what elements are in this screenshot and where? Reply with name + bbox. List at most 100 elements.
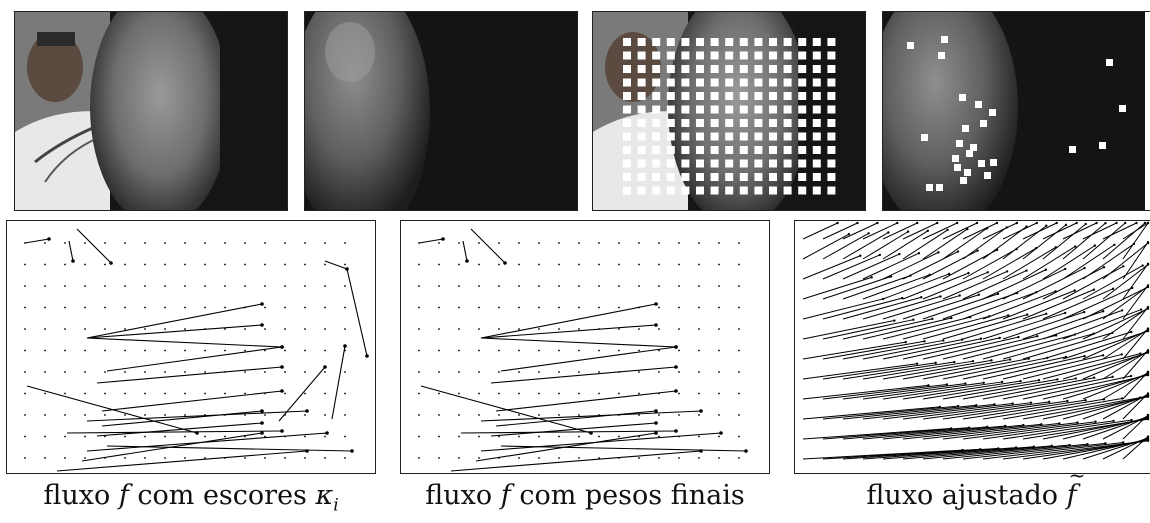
grid-marker [798,159,807,168]
flow-grid-dot [244,414,246,416]
adjusted-flow-tip [1146,327,1150,330]
adjusted-flow-tip [945,383,949,386]
adjusted-flow-vector [842,404,977,420]
grid-marker [652,65,661,73]
flow-grid-dot [164,457,166,459]
selected-point [970,144,977,151]
adjusted-flow-vector [962,378,1076,400]
adjusted-flow-vector [822,448,981,460]
adjusted-flow-vector [1062,287,1133,320]
adjusted-flow-vector [902,380,1021,400]
adjusted-flow-tip [928,273,931,277]
grid-marker [754,51,763,60]
adjusted-flow-vector [802,320,895,340]
adjusted-flow-vector [1062,352,1149,380]
adjusted-flow-tip [1101,354,1105,357]
adjusted-flow-vector [962,270,1027,300]
adjusted-flow-tip [1011,402,1014,405]
grid-marker [827,186,836,195]
flow-grid-dot [698,457,700,459]
adjusted-flow-tip [1035,290,1038,294]
flow-grid-dot [204,371,206,373]
adjusted-flow-tip [1045,312,1048,315]
flow-grid-dot [224,328,226,330]
flow-vector [324,260,348,270]
grid-marker [710,105,719,114]
grid-marker [739,119,748,127]
adjusted-flow-tip [1046,356,1049,360]
grid-marker [812,78,821,87]
flow-grid-dot [518,457,520,459]
grid-marker [681,146,690,154]
flow-grid-dot [438,435,440,438]
grid-marker [696,105,704,114]
flow-grid-dot [438,285,440,287]
flow-grid-dot [344,371,346,373]
adjusted-flow-vector [922,222,958,240]
grid-marker [666,159,675,168]
grid-marker [725,146,734,154]
grid-marker [652,132,661,141]
grid-marker [754,146,763,154]
adjusted-flow-tip [956,250,960,253]
flow-grid-dot [618,263,620,266]
flow-grid-dot [304,306,306,309]
grid-marker [725,186,734,195]
flow-grid-dot [478,306,480,309]
adjusted-flow-vector [1042,288,1114,320]
adjusted-flow-vector [1082,351,1149,380]
grid-marker [827,65,836,73]
flow-grid-dot [678,242,680,244]
adjusted-flow-vector [822,276,892,300]
flow-grid-dot [344,392,346,395]
flow-grid-dot [598,263,600,266]
flow-grid-dot [418,328,420,330]
adjusted-flow-vector [1042,353,1141,380]
grid-marker [725,173,734,181]
adjusted-flow-tip [881,297,885,301]
adjusted-flow-tip [923,340,926,343]
grid-marker [681,119,690,127]
flow-grid-dot [438,263,440,266]
adjusted-flow-vector [862,425,1006,440]
flow-grid-dot [458,328,460,330]
grid-marker [637,159,646,168]
flow-grid-dot [244,392,246,395]
adjusted-flow-tip [1121,441,1125,444]
adjusted-flow-tip [935,221,939,225]
adjusted-flow-tip [1054,246,1057,249]
flow-grid-dot [224,435,226,438]
grid-marker [827,92,836,100]
adjusted-flow-tip [1146,370,1150,373]
flow-grid-dot [324,306,326,309]
flow-grid-dot [44,328,46,330]
caption-flow-adjusted: fluxo ajustado f [794,463,1149,520]
selected-point [964,169,971,176]
flow-grid-dot [284,285,286,287]
adjusted-flow-tip [993,403,996,406]
adjusted-flow-tip [982,381,985,384]
grid-marker [783,173,792,181]
grid-marker [769,186,777,195]
grid-marker [827,119,836,127]
grid-marker [710,119,719,127]
adjusted-flow-tip [995,221,999,225]
flow-grid-dot [478,371,480,373]
flow-grid-dot [44,349,46,352]
selected-point [941,36,948,43]
adjusted-flow-vector [982,247,1037,280]
flow-grid-dot [498,242,500,244]
grid-marker [798,92,807,100]
flow-grid-dot [204,263,206,266]
flow-grid-dot [324,392,326,395]
adjusted-flow-tip [1073,289,1076,292]
adjusted-flow-vector [902,445,1052,460]
adjusted-flow-vector [1042,222,1077,240]
adjusted-flow-tip [1146,435,1150,438]
grid-marker [681,159,690,168]
adjusted-flow-vector [922,250,978,280]
flow-grid-dot [44,371,46,373]
grid-marker [754,38,763,46]
flow-grid-dot [498,263,500,266]
flow-grid-dot [498,371,500,373]
